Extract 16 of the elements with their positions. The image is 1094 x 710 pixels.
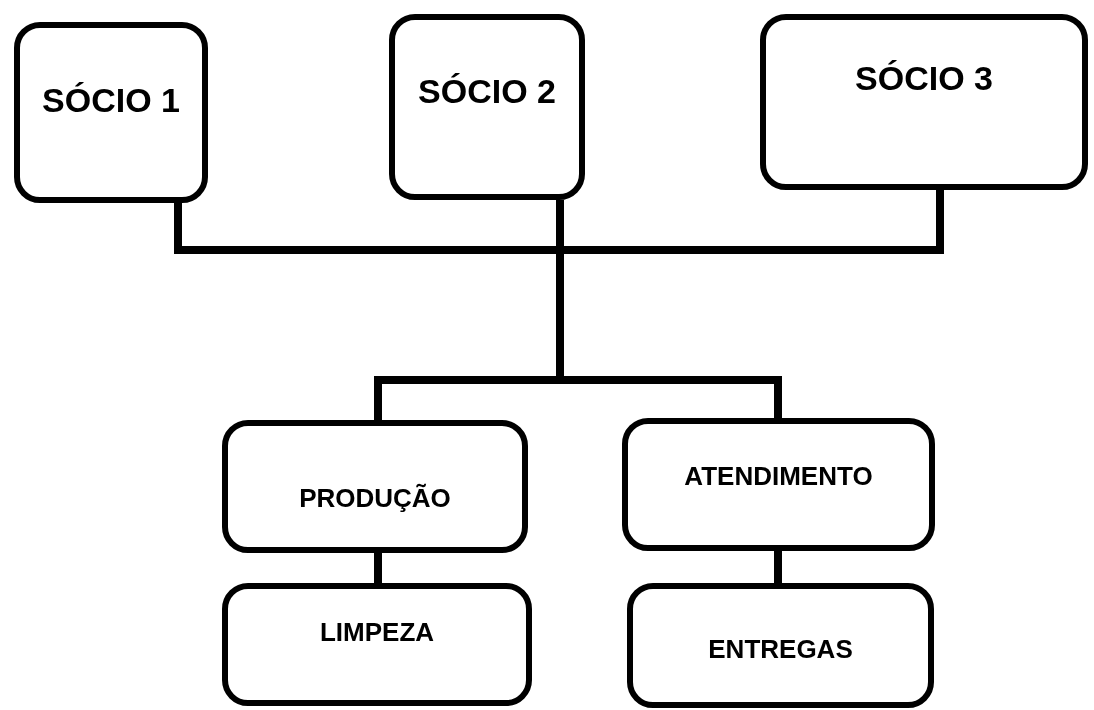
box-label: LIMPEZA [319,616,435,649]
box-label: SÓCIO 2 [418,70,556,112]
box-label: SÓCIO 1 [42,80,180,121]
box-label: ENTREGAS [708,633,853,666]
box-label: SÓCIO 3 [855,57,993,99]
box-label: ATENDIMENTO [684,460,873,493]
rounded-box [760,14,1088,190]
rounded-box [222,420,528,553]
rounded-box [14,22,208,203]
rounded-box [222,583,532,706]
rounded-box [627,583,934,708]
rounded-box [622,418,935,551]
box-label: PRODUÇÃO [299,482,451,515]
rounded-box [389,14,585,200]
connector-line [774,551,782,583]
connector-line [374,553,382,583]
